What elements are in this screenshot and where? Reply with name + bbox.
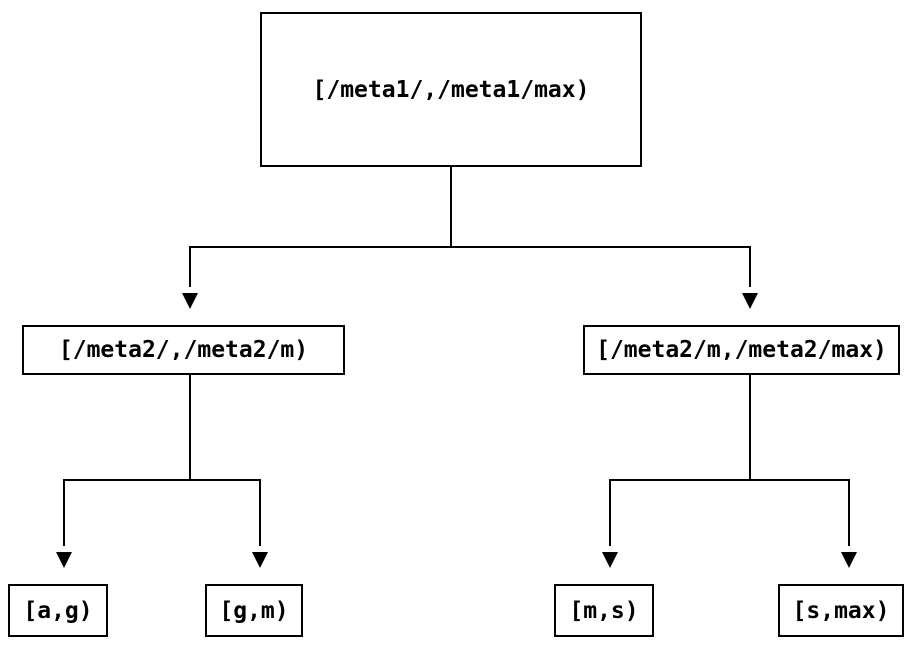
arrowhead-leaf-ms (602, 552, 618, 568)
node-leaf-ms: [m,s) (554, 584, 654, 637)
node-label: [g,m) (219, 597, 289, 624)
node-left-interval: [/meta2/,/meta2/m) (22, 325, 345, 375)
arrowhead-leaf-smax (841, 552, 857, 568)
node-leaf-gm: [g,m) (205, 584, 303, 637)
edge-right-to-leaf-ms (609, 479, 750, 546)
edge-right-to-leaf-smax (750, 479, 850, 546)
arrowhead-leaf-ag (56, 552, 72, 568)
node-right-interval: [/meta2/m,/meta2/max) (583, 325, 900, 375)
edge-left-to-leaf-ag (63, 479, 190, 546)
arrowhead-leaf-gm (252, 552, 268, 568)
node-label: [/meta2/,/meta2/m) (58, 337, 309, 363)
arrowhead-left-child (182, 293, 198, 309)
edge-root-to-right-child (451, 246, 751, 287)
arrowhead-right-child (742, 293, 758, 309)
edge-root-to-left-child (189, 246, 451, 287)
node-label: [m,s) (569, 597, 639, 624)
node-label: [/meta2/m,/meta2/max) (596, 337, 887, 363)
node-root-interval: [/meta1/,/meta1/max) (260, 12, 642, 167)
node-label: [s,max) (792, 597, 890, 624)
edge-left-to-leaf-gm (190, 479, 261, 546)
node-leaf-smax: [s,max) (778, 584, 904, 637)
node-label: [/meta1/,/meta1/max) (312, 76, 590, 103)
node-leaf-ag: [a,g) (8, 584, 108, 637)
node-label: [a,g) (23, 597, 93, 624)
